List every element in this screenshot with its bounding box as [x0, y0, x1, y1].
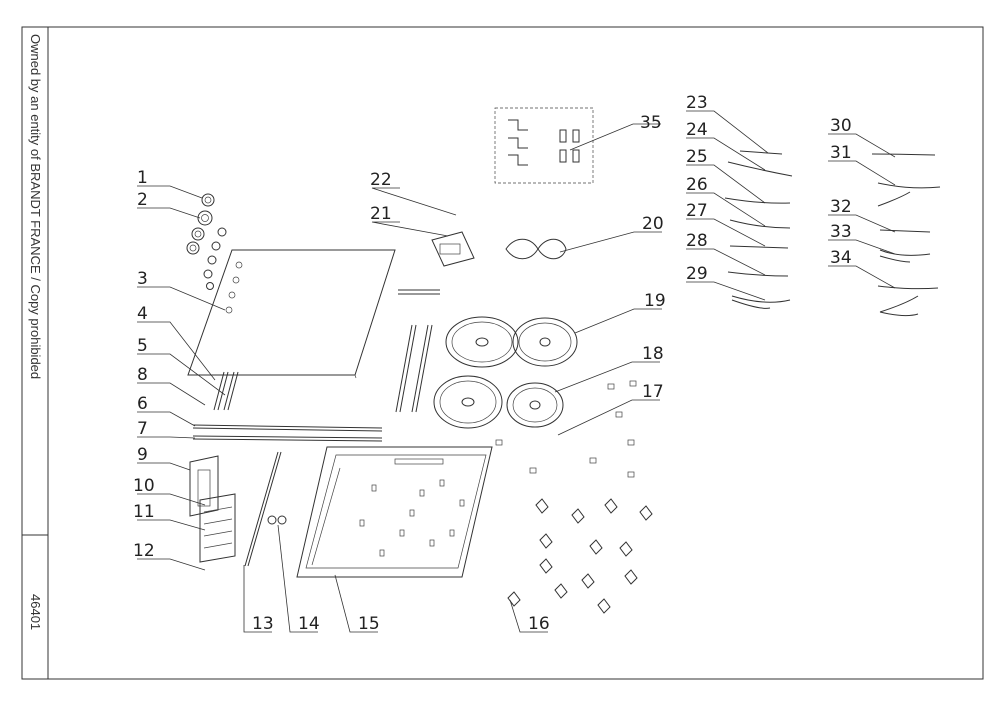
callout-10: 10	[133, 476, 155, 496]
callout-31: 31	[830, 143, 852, 163]
callout-23: 23	[686, 93, 708, 113]
fixing-rod-and-clips	[244, 451, 287, 567]
callout-25: 25	[686, 147, 708, 167]
callout-27: 27	[686, 201, 708, 221]
callout-15: 15	[358, 614, 380, 634]
hotplate-large	[433, 375, 503, 429]
callout-14: 14	[298, 614, 320, 634]
callout-29: 29	[686, 264, 708, 284]
callout-34: 34	[830, 248, 852, 268]
document-number: 46401	[28, 594, 43, 631]
callout-4: 4	[137, 304, 148, 324]
fixing-kit-box	[494, 107, 594, 184]
callout-24: 24	[686, 120, 708, 140]
glass-ceramic-top	[187, 249, 396, 379]
callout-9: 9	[137, 445, 148, 465]
callout-22: 22	[370, 170, 392, 190]
callout-18: 18	[642, 344, 664, 364]
callout-19: 19	[644, 291, 666, 311]
callout-17: 17	[642, 382, 664, 402]
leader-lines	[137, 110, 896, 633]
knob-set	[186, 193, 227, 290]
callout-numbers: 1 2 3 4 5 8 6 7 9 10 11 12 13 14 15 16 1…	[133, 93, 852, 634]
side-rails	[192, 289, 440, 442]
callout-6: 6	[137, 394, 148, 414]
spring-clips	[507, 498, 653, 614]
callout-16: 16	[528, 614, 550, 634]
wire-harnesses-right-column	[871, 153, 941, 317]
callout-20: 20	[642, 214, 664, 234]
terminal-block	[431, 231, 475, 267]
hotplate-small	[506, 382, 564, 428]
callout-28: 28	[686, 231, 708, 251]
callout-33: 33	[830, 222, 852, 242]
callout-13: 13	[252, 614, 274, 634]
hotplate-rear-right	[512, 317, 578, 367]
callout-1: 1	[137, 168, 148, 188]
callout-8: 8	[137, 365, 148, 385]
callout-5: 5	[137, 336, 148, 356]
base-tray	[296, 446, 493, 578]
callout-32: 32	[830, 197, 852, 217]
callout-2: 2	[137, 190, 148, 210]
callout-3: 3	[137, 269, 148, 289]
callout-7: 7	[137, 419, 148, 439]
front-profile-strips	[213, 371, 239, 411]
wire-harnesses-left-column	[724, 150, 793, 309]
callout-12: 12	[133, 541, 155, 561]
mounting-brackets	[495, 380, 637, 478]
ownership-notice: Owned by an entity of BRANDT FRANCE / Co…	[28, 34, 43, 380]
callout-30: 30	[830, 116, 852, 136]
electronic-control-board	[189, 455, 236, 563]
power-cable	[505, 238, 567, 260]
callout-11: 11	[133, 502, 155, 522]
drawing-frame	[21, 26, 984, 680]
hotplate-front-left	[445, 316, 519, 368]
callout-35: 35	[640, 113, 662, 133]
callout-21: 21	[370, 204, 392, 224]
callout-26: 26	[686, 175, 708, 195]
